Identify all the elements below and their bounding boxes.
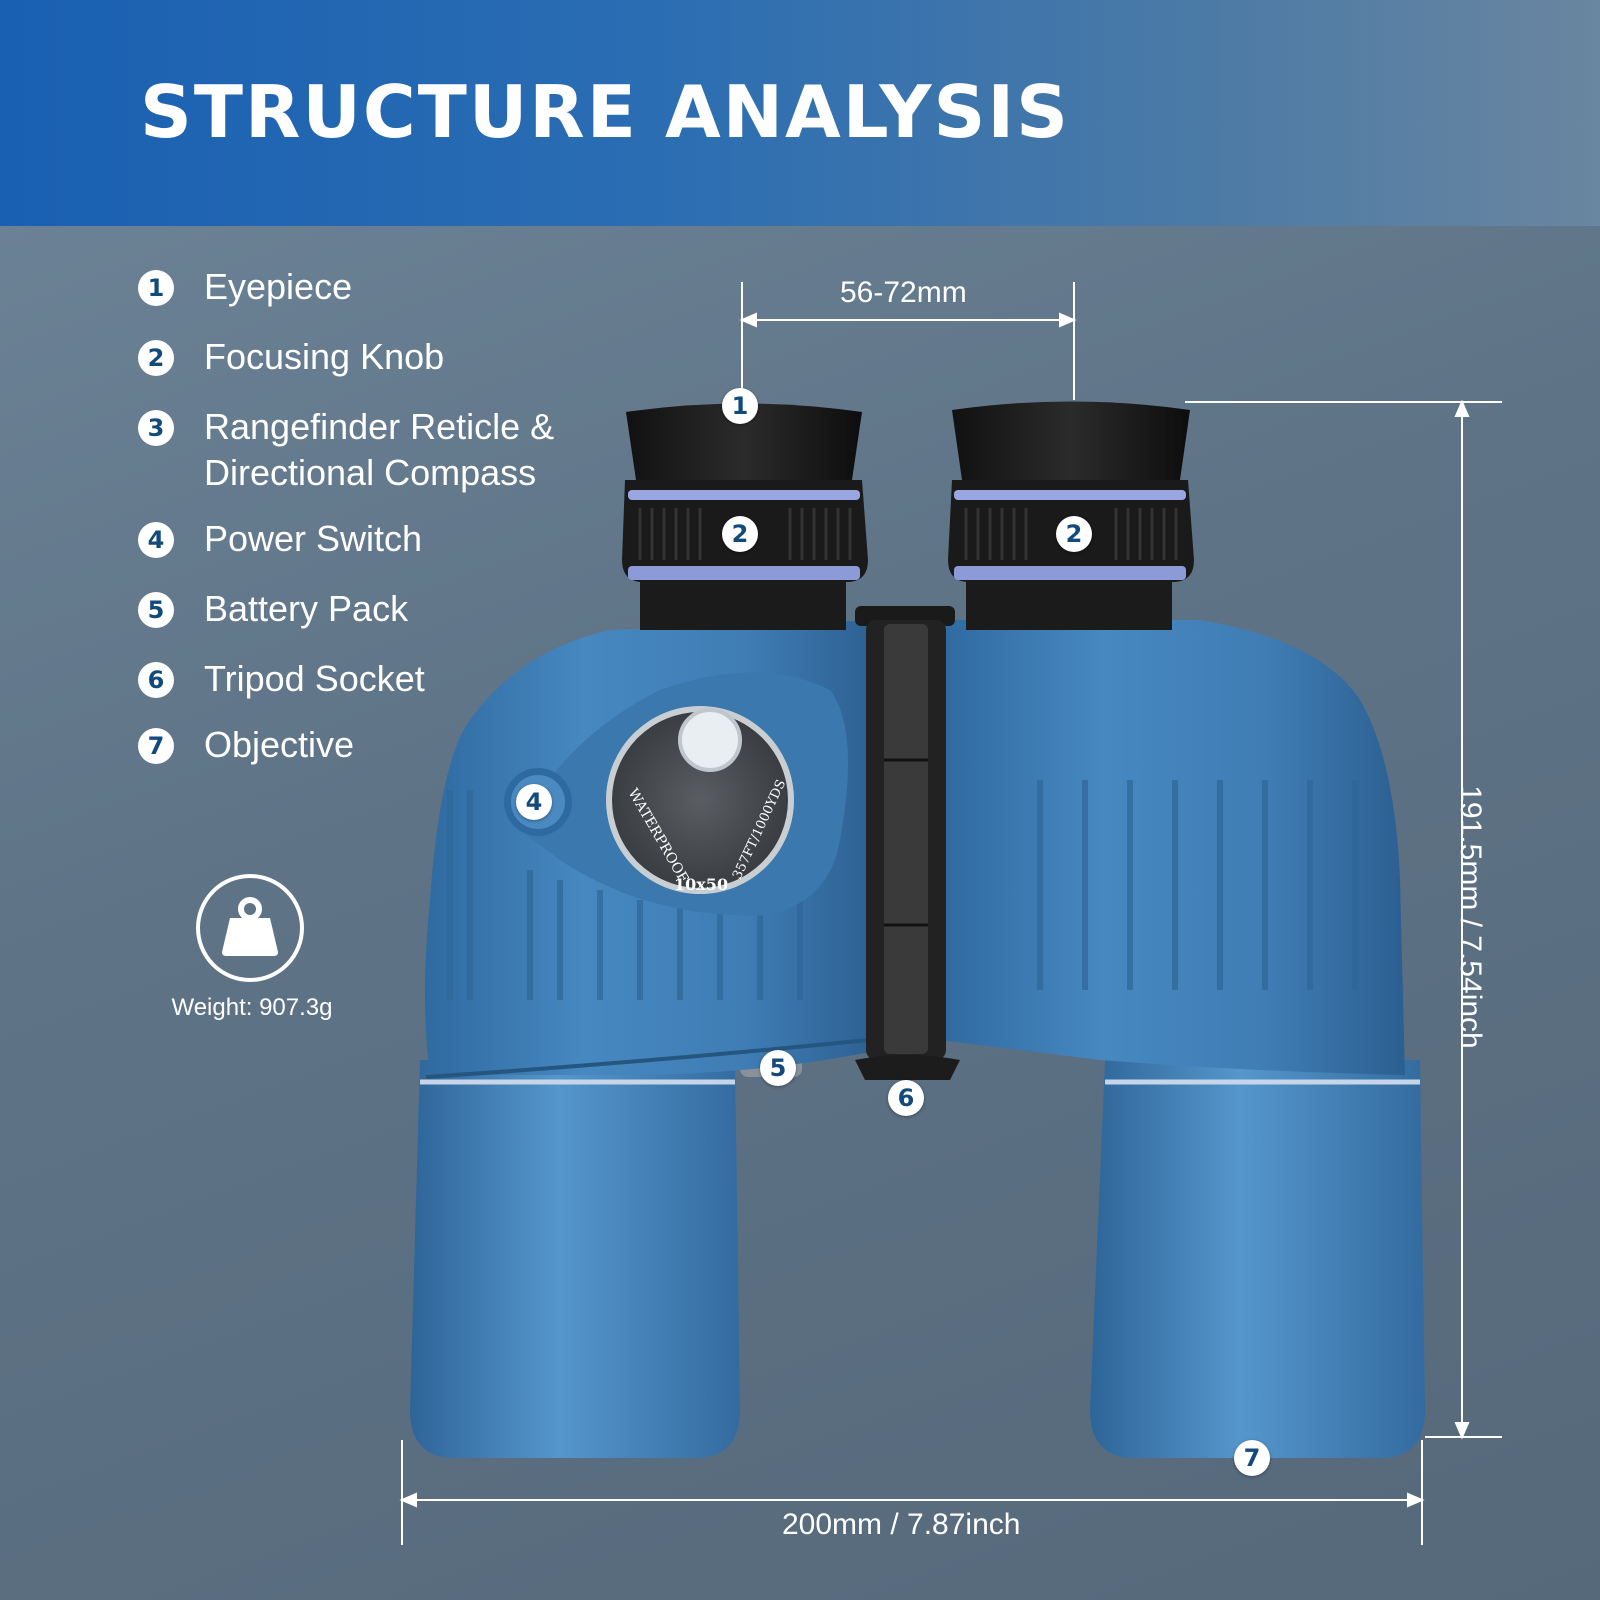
legend-item-objective: 7 Objective xyxy=(138,724,354,768)
callout-focusing-knob-left: 2 xyxy=(722,516,758,552)
callout-battery-pack: 5 xyxy=(760,1050,796,1086)
weight-icon xyxy=(196,874,304,982)
legend-label: Battery Pack xyxy=(204,588,409,629)
legend-number: 6 xyxy=(138,662,174,698)
legend-number: 1 xyxy=(138,270,174,306)
dimension-height: 191.5mm / 7.54inch xyxy=(1454,785,1487,1049)
dimension-eyepiece-distance: 56-72mm xyxy=(840,276,967,309)
body-grip-ridges xyxy=(447,780,1358,1000)
dimension-lines xyxy=(399,282,1502,1545)
tripod-socket xyxy=(855,1055,960,1080)
legend-item-tripod-socket: 6 Tripod Socket xyxy=(138,658,425,702)
legend-number: 4 xyxy=(138,522,174,558)
callout-power-switch: 4 xyxy=(516,784,552,820)
legend-item-battery-pack: 5 Battery Pack xyxy=(138,588,408,632)
callout-objective: 7 xyxy=(1234,1440,1270,1476)
legend-number: 2 xyxy=(138,340,174,376)
callout-tripod-socket: 6 xyxy=(888,1080,924,1116)
left-objective-barrel xyxy=(410,1060,740,1458)
dimension-width: 200mm / 7.87inch xyxy=(782,1508,1021,1541)
legend-label: Eyepiece xyxy=(204,266,353,307)
legend-label: Focusing Knob xyxy=(204,336,445,377)
callout-eyepiece: 1 xyxy=(722,388,758,424)
legend-label: Objective xyxy=(204,724,355,765)
legend-number: 3 xyxy=(138,410,174,446)
legend-item-power-switch: 4 Power Switch xyxy=(138,518,422,562)
legend-label: Power Switch xyxy=(204,518,423,559)
legend-item-focusing-knob: 2 Focusing Knob xyxy=(138,336,444,380)
legend-label: Rangefinder Reticle & Directional Compas… xyxy=(204,406,555,493)
callout-focusing-knob-right: 2 xyxy=(1056,516,1092,552)
legend-item-eyepiece: 1 Eyepiece xyxy=(138,266,352,310)
right-eyepiece xyxy=(948,401,1194,630)
title-banner: STRUCTURE ANALYSIS xyxy=(0,0,1600,226)
compass-dial-center-text: 10x50 xyxy=(674,875,728,894)
weight-label: Weight: 907.3g xyxy=(171,994,333,1021)
right-objective-barrel xyxy=(1090,1060,1425,1458)
legend-number: 7 xyxy=(138,728,174,764)
legend-number: 5 xyxy=(138,592,174,628)
center-hinge xyxy=(855,606,955,1060)
legend-label: Tripod Socket xyxy=(204,658,425,699)
legend-item-rangefinder-compass: 3 Rangefinder Reticle & Directional Comp… xyxy=(138,406,554,496)
page-title: STRUCTURE ANALYSIS xyxy=(140,70,1070,154)
compass-housing: WATERPROOF 10x50 357FT/1000YDS xyxy=(520,672,848,916)
